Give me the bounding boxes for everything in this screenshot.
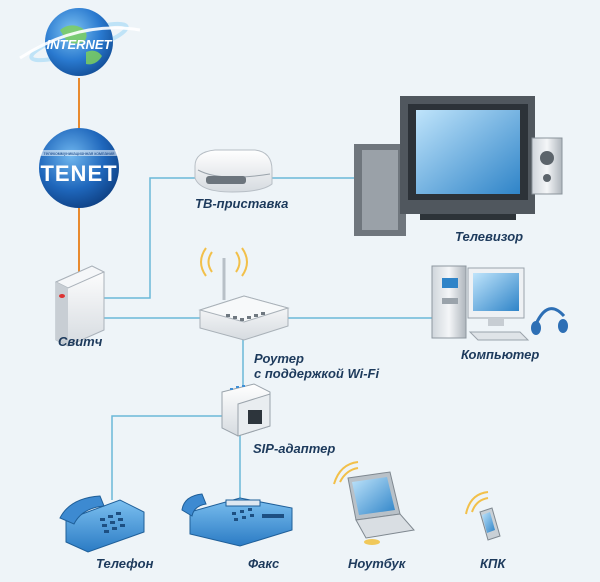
laptop-label: Ноутбук: [348, 556, 406, 571]
pda-label: КПК: [480, 556, 506, 571]
router-label-line2: с поддержкой Wi-Fi: [254, 366, 380, 381]
tenet-tagline: телекоммуникационная компания: [44, 151, 115, 156]
router-label-line1: Роутер: [254, 351, 304, 366]
laptop-screen: [352, 477, 395, 515]
wifi-signal-icon: [200, 247, 248, 277]
phone-device: [59, 495, 145, 553]
laptop-device: [333, 461, 415, 545]
line-switch-tvbox: [104, 177, 195, 299]
tenet-logo-text: TENET: [40, 161, 117, 186]
internet-logo-text: INTERNET: [47, 37, 113, 52]
tenet-globe-icon: [39, 128, 119, 208]
switch-device: [54, 265, 106, 347]
pda-screen: [482, 512, 495, 533]
sip-adapter-label: SIP-адаптер: [253, 441, 336, 456]
phone-label: Телефон: [96, 556, 154, 571]
fax-device: [181, 493, 293, 547]
computer-device: [431, 265, 568, 341]
speaker-icon: [531, 137, 563, 195]
computer-label: Компьютер: [461, 347, 540, 362]
fax-label: Факс: [248, 556, 280, 571]
internet-globe: INTERNET: [19, 8, 141, 76]
tv-box-device: [194, 149, 273, 193]
headphones-icon: [534, 307, 566, 325]
keypad-icon: [100, 512, 125, 533]
wifi-signal-icon: [465, 491, 489, 515]
switch-label: Свитч: [58, 334, 103, 349]
power-led-icon: [59, 294, 65, 298]
tv-label: Телевизор: [455, 229, 524, 244]
wifi-signal-icon: [333, 461, 359, 485]
pda-device: [465, 491, 501, 541]
cd-icon: [364, 539, 380, 545]
line-sip-phone: [111, 415, 225, 500]
sip-adapter-device: [221, 383, 271, 437]
router-device: [198, 247, 290, 341]
lan-lines: [104, 177, 440, 500]
tv-box-label: ТВ-приставка: [195, 196, 289, 211]
tenet-globe: телекоммуникационная компания TENET: [39, 128, 119, 208]
tv-screen: [416, 110, 520, 194]
tv-device: [354, 96, 563, 236]
computer-screen: [473, 273, 519, 311]
